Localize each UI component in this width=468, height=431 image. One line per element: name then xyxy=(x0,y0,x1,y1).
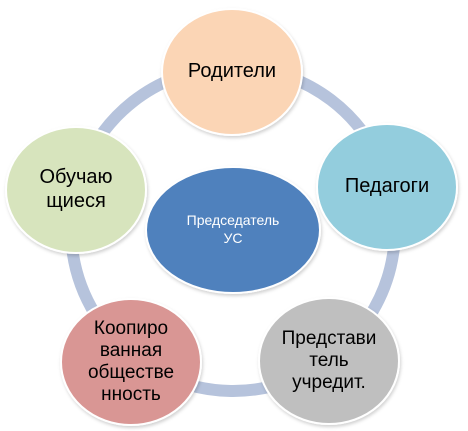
center-node-label-line: Председатель xyxy=(187,212,280,228)
node-coopted-label-line: обществе xyxy=(88,362,174,383)
node-coopted-label-line: нность xyxy=(101,384,161,405)
node-students-circle xyxy=(5,126,147,254)
node-coopted-circle xyxy=(60,298,202,426)
node-founder-label-line: тель xyxy=(309,350,349,371)
node-founder-circle xyxy=(258,297,400,425)
connector-teachers-founder xyxy=(363,243,401,322)
node-students-label-line: Обучаю xyxy=(39,166,112,188)
node-parents-label: Родители xyxy=(188,60,276,82)
node-parents-label-line: Родители xyxy=(188,60,276,82)
node-teachers: Педагоги xyxy=(316,123,458,251)
node-coopted-label-line: Коопиро xyxy=(94,318,168,339)
node-coopted-label-line: ванная xyxy=(100,340,162,361)
node-students-label-line: щиеся xyxy=(46,190,106,212)
center-node-circle xyxy=(145,166,321,294)
node-teachers-label: Педагоги xyxy=(345,175,429,197)
node-founder-label-line: Представи xyxy=(282,328,377,349)
node-parents-circle xyxy=(161,8,303,136)
node-founder-label-line: учредит. xyxy=(292,372,366,393)
center-node-label-line: УС xyxy=(223,230,242,246)
node-parents: Родители xyxy=(161,8,303,136)
connector-founder-coopted xyxy=(184,378,278,397)
connector-coopted-students xyxy=(66,246,101,318)
node-teachers-circle xyxy=(316,123,458,251)
node-teachers-label-line: Педагоги xyxy=(345,175,429,197)
